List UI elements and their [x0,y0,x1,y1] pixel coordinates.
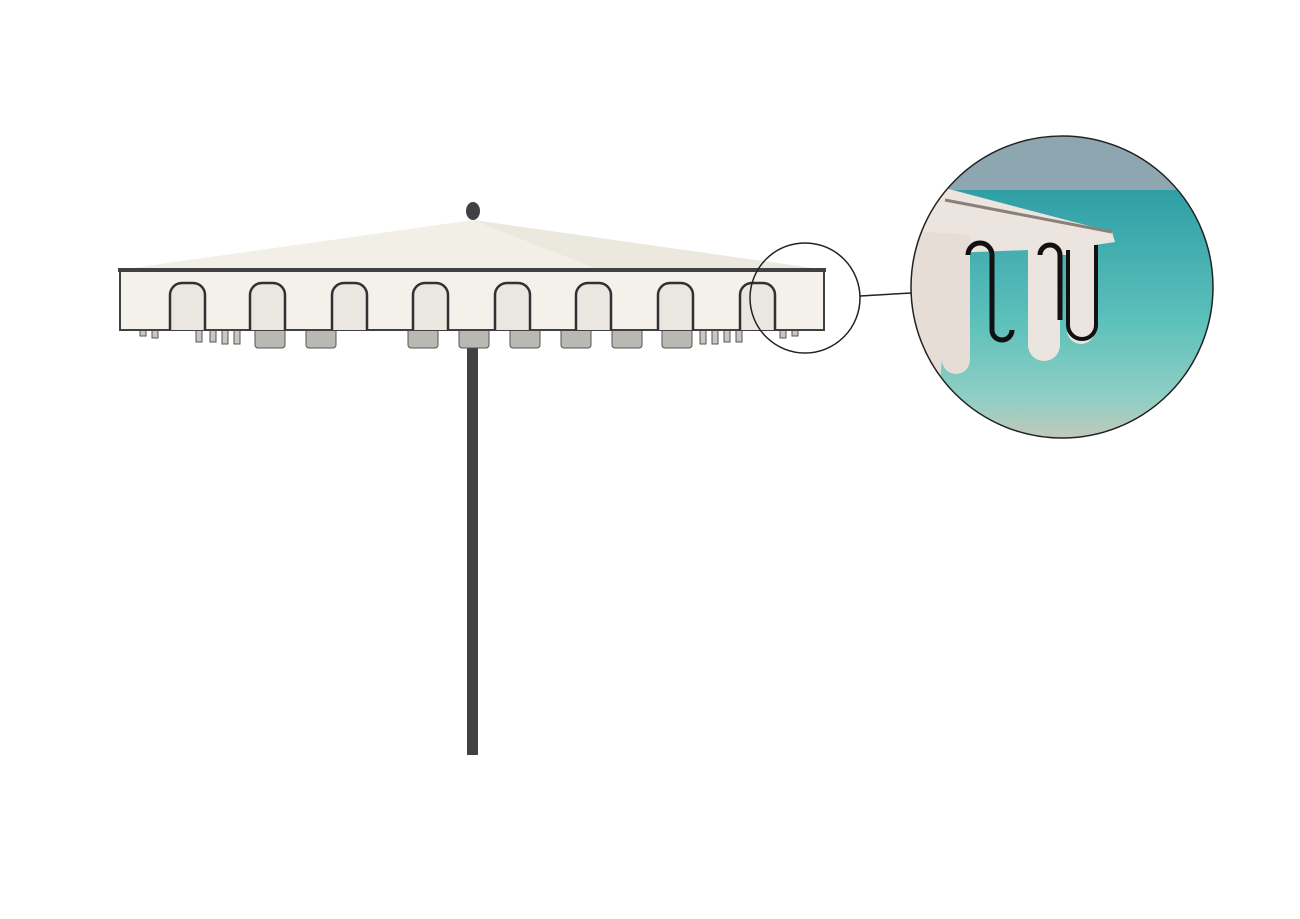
finial [466,202,480,220]
valance-notches [168,281,777,330]
closeup-photo [911,136,1213,438]
magnifier-detail-icon [749,242,861,354]
umbrella-pole [467,325,478,755]
valance-band [119,269,825,331]
callout-line [859,292,912,297]
